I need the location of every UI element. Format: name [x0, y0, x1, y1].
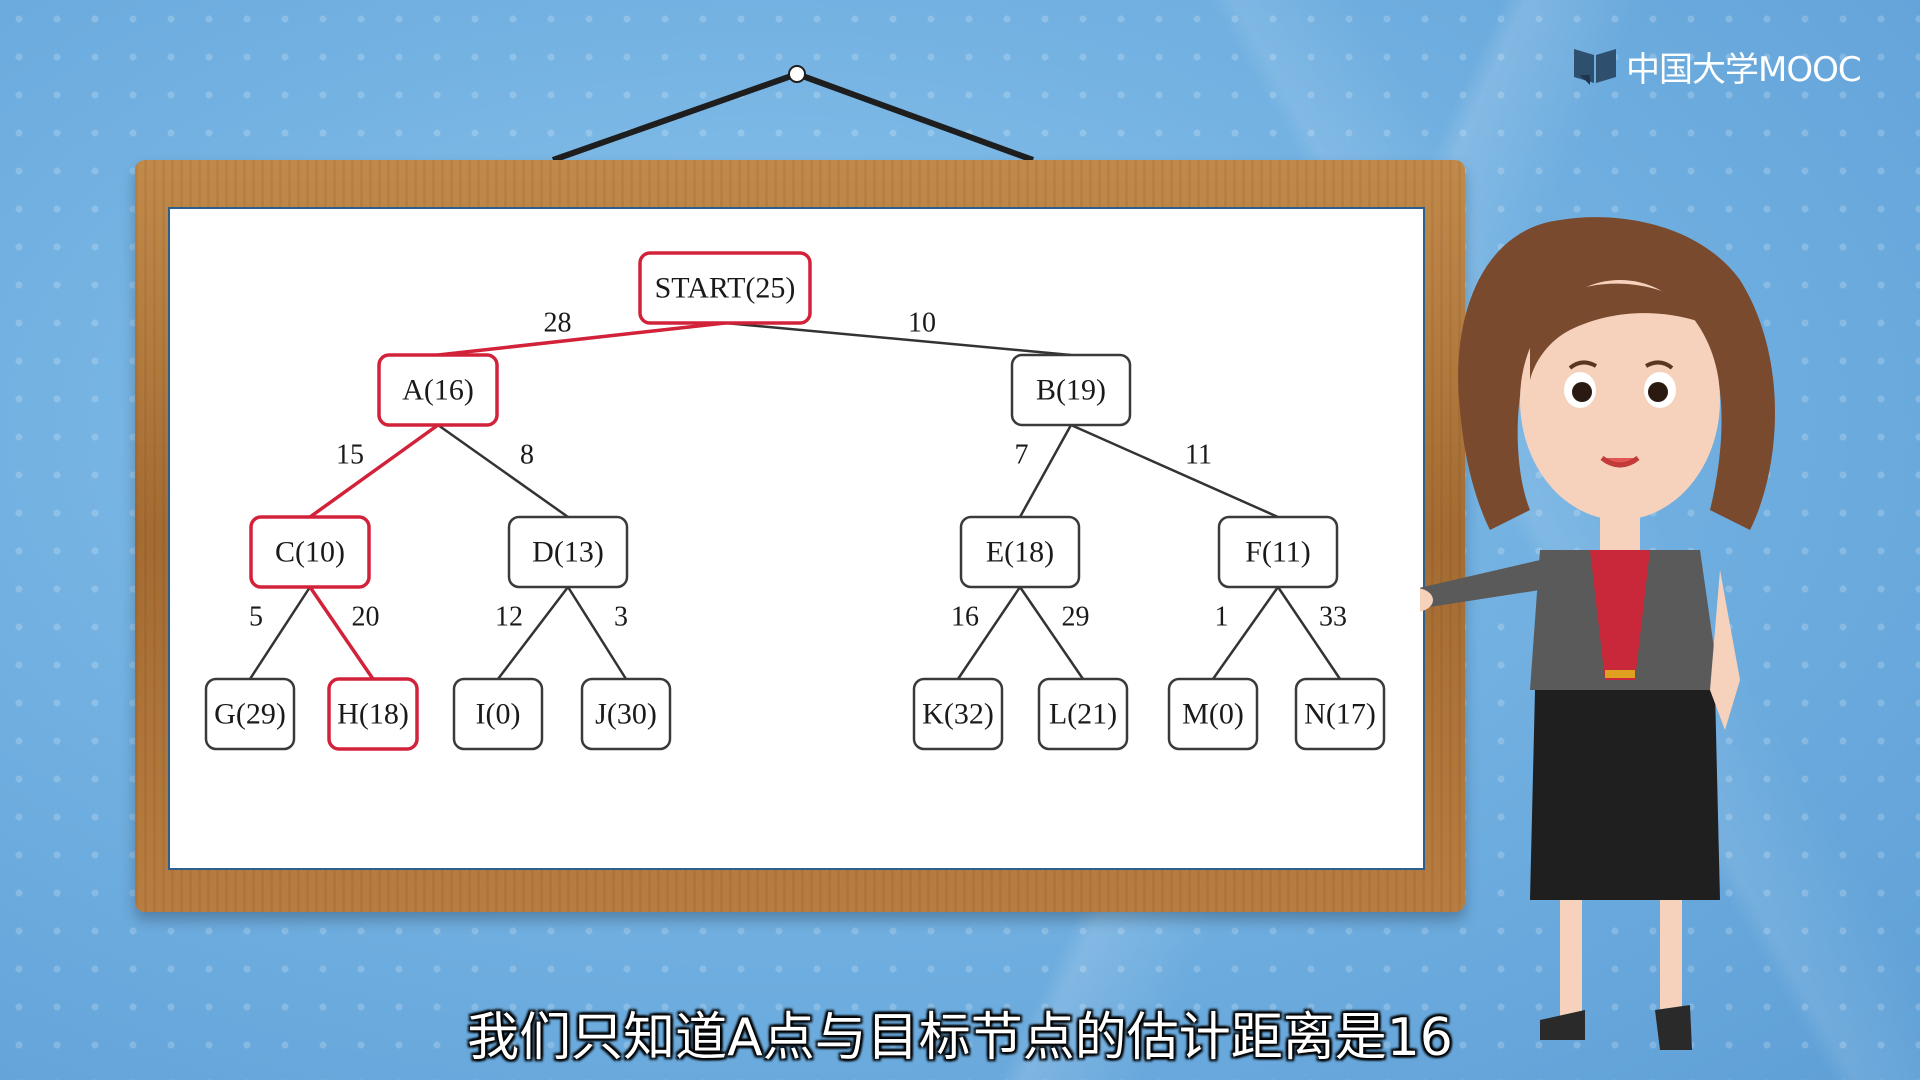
board-hanger	[552, 65, 1035, 163]
edge-weight-b-e: 7	[1015, 440, 1029, 471]
edge-start-a	[437, 321, 726, 357]
edge-d-i	[497, 586, 569, 680]
node-i: I(0)	[452, 677, 544, 751]
node-box-k	[912, 677, 1004, 751]
book-icon	[1574, 49, 1616, 85]
node-k: K(32)	[912, 677, 1004, 751]
node-label-i: I(0)	[476, 698, 521, 731]
node-label-f: F(11)	[1245, 536, 1311, 569]
node-label-g: G(29)	[214, 698, 286, 731]
node-g: G(29)	[204, 677, 296, 751]
node-label-h: H(18)	[337, 698, 409, 731]
node-label-start: START(25)	[655, 272, 796, 305]
node-label-a: A(16)	[402, 374, 474, 407]
edge-start-b	[724, 321, 1072, 357]
edge-weight-c-h: 20	[352, 602, 380, 633]
node-box-j	[580, 677, 672, 751]
node-label-l: L(21)	[1049, 698, 1117, 731]
node-label-n: N(17)	[1304, 698, 1376, 731]
node-box-e	[959, 515, 1081, 589]
mooc-logo: 中国大学MOOC	[1572, 42, 1862, 90]
node-label-c: C(10)	[275, 536, 345, 569]
node-label-k: K(32)	[922, 698, 994, 731]
edge-weight-d-i: 12	[495, 602, 523, 633]
edge-a-d	[437, 423, 569, 519]
edge-weight-c-g: 5	[249, 602, 263, 633]
node-box-f	[1217, 515, 1339, 589]
logo-text: 中国大学MOOC	[1626, 49, 1862, 90]
node-h: H(18)	[327, 677, 419, 751]
node-label-m: M(0)	[1182, 698, 1244, 731]
search-tree-diagram: 28 10 15 8 7 11 5 20 12 3 16 29 1 33 START(25) A(16) B(1…	[204, 251, 1386, 751]
node-box-a	[377, 353, 499, 427]
node-label-e: E(18)	[986, 536, 1054, 569]
node-box-i	[452, 677, 544, 751]
node-box-h	[327, 677, 419, 751]
node-box-g	[204, 677, 296, 751]
edge-c-g	[248, 586, 312, 680]
node-box-n	[1294, 677, 1386, 751]
node-d: D(13)	[507, 515, 629, 589]
edge-d-j	[566, 586, 628, 680]
node-e: E(18)	[959, 515, 1081, 589]
node-box-b	[1010, 353, 1132, 427]
node-b: B(19)	[1010, 353, 1132, 427]
node-m: M(0)	[1167, 677, 1259, 751]
edge-b-f	[1070, 423, 1279, 519]
node-l: L(21)	[1037, 677, 1129, 751]
node-c: C(10)	[249, 515, 371, 589]
node-label-j: J(30)	[595, 698, 657, 731]
node-box-m	[1167, 677, 1259, 751]
node-box-c	[249, 515, 371, 589]
teacher-character	[1420, 217, 1775, 1050]
edge-c-h	[308, 586, 375, 680]
edge-weight-f-n: 33	[1319, 602, 1347, 633]
subtitle-caption: 我们只知道A点与目标节点的估计距离是16	[467, 1008, 1453, 1068]
node-n: N(17)	[1294, 677, 1386, 751]
edge-b-e	[1018, 424, 1073, 518]
edge-weight-start-a: 28	[544, 308, 572, 339]
edge-f-n	[1276, 586, 1342, 680]
node-label-b: B(19)	[1036, 374, 1106, 407]
edge-weight-a-c: 15	[336, 440, 364, 471]
edge-f-m	[1211, 586, 1280, 680]
node-f: F(11)	[1217, 515, 1339, 589]
node-box-start	[638, 251, 812, 325]
edge-e-l	[1018, 586, 1085, 680]
node-box-d	[507, 515, 629, 589]
node-j: J(30)	[580, 677, 672, 751]
node-a: A(16)	[377, 353, 499, 427]
node-box-l	[1037, 677, 1129, 751]
edge-e-k	[956, 586, 1022, 680]
edge-weight-e-k: 16	[951, 602, 979, 633]
edge-weight-a-d: 8	[520, 440, 534, 471]
edge-weight-d-j: 3	[614, 602, 628, 633]
edge-weight-e-l: 29	[1062, 602, 1090, 633]
node-label-d: D(13)	[532, 536, 604, 569]
edge-a-c	[308, 423, 440, 519]
node-start: START(25)	[638, 251, 812, 325]
edge-weight-b-f: 11	[1185, 440, 1212, 471]
edge-weight-f-m: 1	[1215, 602, 1229, 633]
edge-weight-start-b: 10	[908, 308, 936, 339]
